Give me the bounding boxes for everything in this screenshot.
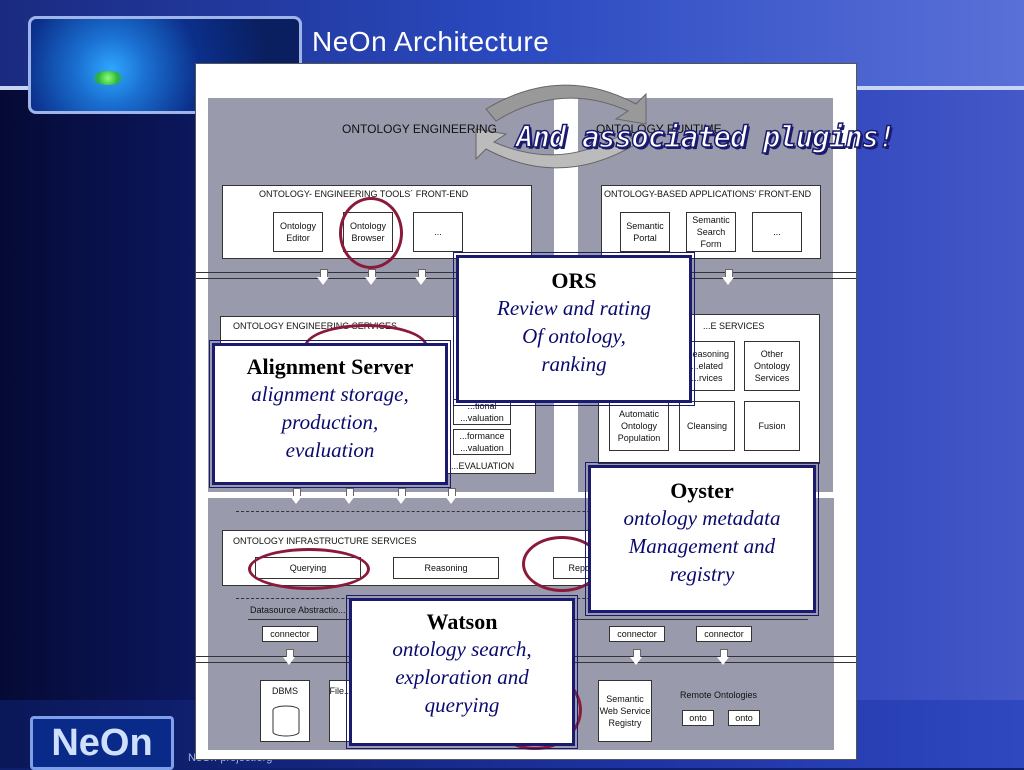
database-icon <box>272 705 300 737</box>
eng-services-header: ONTOLOGY ENGINEERING SERVICES <box>233 321 398 331</box>
semantic-search-form-box: Semantic Search Form <box>686 212 736 252</box>
ontology-editor-box: Ontology Editor <box>273 212 323 252</box>
eng-tools-header: ONTOLOGY- ENGINEERING TOOLS´ FRONT-END <box>259 189 469 199</box>
performance-evaluation-box: ...formance ...valuation <box>453 429 511 455</box>
neon-logo: NeOn <box>30 716 174 770</box>
flow-arrow-icon <box>317 269 329 285</box>
flow-arrow-icon <box>722 269 734 285</box>
eng-tools-more-box: ... <box>413 212 463 252</box>
flow-arrow-icon <box>395 488 407 504</box>
ors-line: ranking <box>541 352 607 376</box>
flow-arrow-icon <box>343 488 355 504</box>
dbms-box: DBMS <box>260 680 310 742</box>
flow-arrow-icon <box>290 488 302 504</box>
highlight-ellipse <box>339 197 403 269</box>
connector-box: connector <box>262 626 318 642</box>
apps-frontend: ONTOLOGY-BASED APPLICATIONS' FRONT-END S… <box>601 185 821 259</box>
watson-line: querying <box>424 693 500 717</box>
runtime-title: ONTOLOGY RUNTIME <box>596 122 722 136</box>
reasoning-box: Reasoning <box>393 557 499 579</box>
flow-arrow-icon <box>445 488 457 504</box>
oyster-line: ontology metadata <box>623 506 781 530</box>
dashed-separator <box>236 511 796 512</box>
flow-arrow-icon <box>415 269 427 285</box>
datasource-label: Datasource Abstractio... <box>250 605 346 615</box>
alignment-line: evaluation <box>285 438 375 462</box>
fusion-box: Fusion <box>744 401 800 451</box>
dbms-label: DBMS <box>271 686 298 696</box>
infra-header: ONTOLOGY INFRASTRUCTURE SERVICES <box>233 536 417 546</box>
watson-line: ontology search, <box>392 637 532 661</box>
cleansing-box: Cleansing <box>679 401 735 451</box>
watson-line: exploration and <box>395 665 529 689</box>
alignment-server-callout: Alignment Server alignment storage, prod… <box>209 340 451 488</box>
automatic-population-box: Automatic Ontology Population <box>609 401 669 451</box>
semantic-portal-box: Semantic Portal <box>620 212 670 252</box>
oyster-callout: Oyster ontology metadata Management and … <box>585 462 819 616</box>
runtime-services-header: ...E SERVICES <box>703 321 765 331</box>
plugins-heading: And associated plugins! <box>515 119 896 155</box>
onto-box: onto <box>728 710 760 726</box>
functional-evaluation-box: ...tional ...valuation <box>453 399 511 425</box>
connector-box: connector <box>696 626 752 642</box>
watson-title: Watson <box>426 609 498 634</box>
engineering-title: ONTOLOGY ENGINEERING <box>342 122 497 136</box>
other-ontology-services-box: Other Ontology Services <box>744 341 800 391</box>
oyster-line: registry <box>669 562 735 586</box>
onto-box: onto <box>682 710 714 726</box>
connector-box: connector <box>609 626 665 642</box>
flow-arrow-icon <box>283 649 295 665</box>
flow-arrow-icon <box>717 649 729 665</box>
watson-callout: Watson ontology search, exploration and … <box>346 595 578 749</box>
alignment-title: Alignment Server <box>246 354 414 379</box>
remote-ontologies-label: Remote Ontologies <box>680 690 758 700</box>
ors-line: Review and rating <box>497 296 651 320</box>
alignment-line: production, <box>281 410 379 434</box>
file-box: File... <box>329 680 352 742</box>
flow-arrow-icon <box>365 269 377 285</box>
cycle-arrows-icon <box>475 84 647 169</box>
ors-line: Of ontology, <box>522 324 626 348</box>
slide-title: NeOn Architecture <box>312 26 550 57</box>
ors-callout: ORS Review and rating Of ontology, ranki… <box>453 252 695 406</box>
flow-arrow-icon <box>630 649 642 665</box>
oyster-title: Oyster <box>670 478 734 503</box>
alignment-line: alignment storage, <box>251 382 409 406</box>
highlight-ellipse <box>248 548 370 590</box>
apps-more-box: ... <box>752 212 802 252</box>
oyster-line: Management and <box>628 534 776 558</box>
apps-header: ONTOLOGY-BASED APPLICATIONS' FRONT-END <box>604 189 812 199</box>
ors-title: ORS <box>551 268 597 293</box>
evaluation-label: ...EVALUATION <box>451 461 515 471</box>
sws-registry-box: Semantic Web Service Registry <box>598 680 652 742</box>
